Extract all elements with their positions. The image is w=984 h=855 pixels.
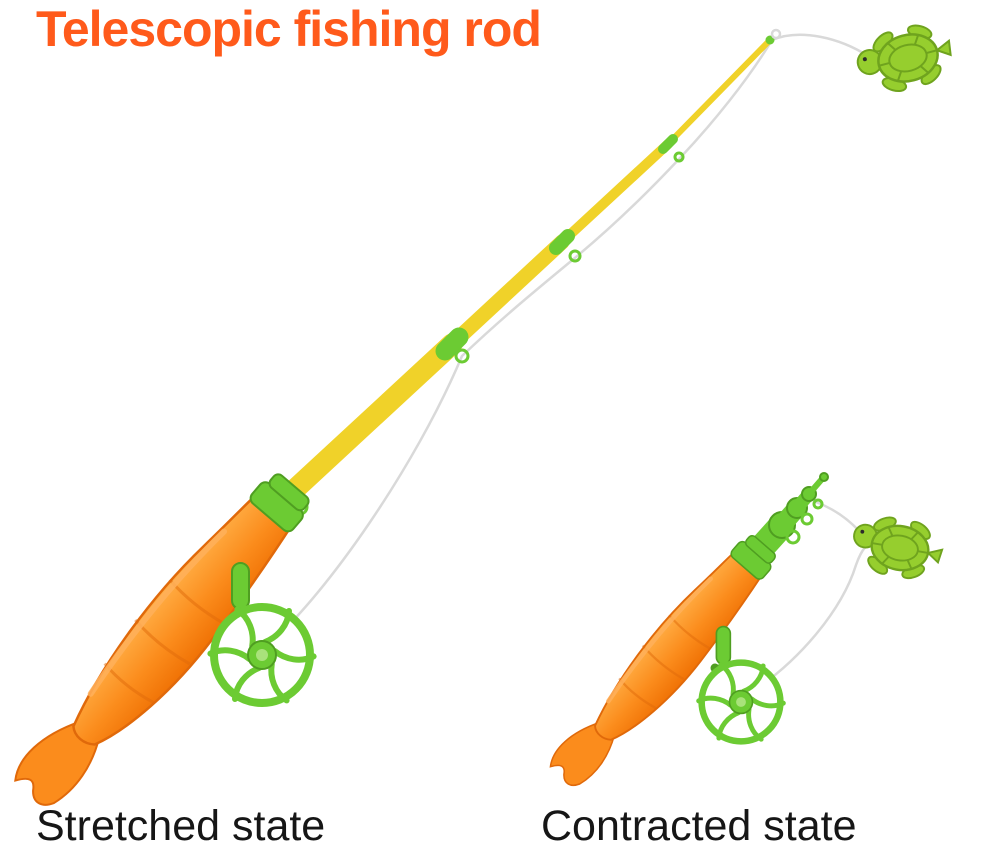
line-guide-eyelet	[673, 151, 685, 163]
fishing-line	[771, 33, 869, 58]
line-guide-eyelet	[568, 249, 582, 263]
line-knot	[770, 28, 782, 40]
turtle-bait	[849, 13, 961, 105]
turtle-bait	[846, 507, 948, 588]
rod-shaft	[281, 37, 773, 503]
line-guide-eyelet	[785, 529, 801, 545]
caption-contracted: Contracted state	[541, 802, 857, 850]
contracted-rod	[542, 472, 948, 797]
caption-stretched: Stretched state	[36, 802, 326, 850]
rod-tip-guide	[819, 472, 829, 482]
fishing-line	[271, 39, 774, 642]
rod-tip-guide	[765, 35, 775, 45]
line-guide-eyelet	[812, 498, 824, 510]
stretched-rod	[4, 13, 961, 821]
line-guide-eyelet	[454, 348, 470, 364]
product-title: Telescopic fishing rod	[36, 1, 542, 57]
line-guide-eyelet	[800, 512, 814, 526]
rod-joints	[291, 28, 782, 516]
collapsed-sections	[754, 472, 829, 554]
